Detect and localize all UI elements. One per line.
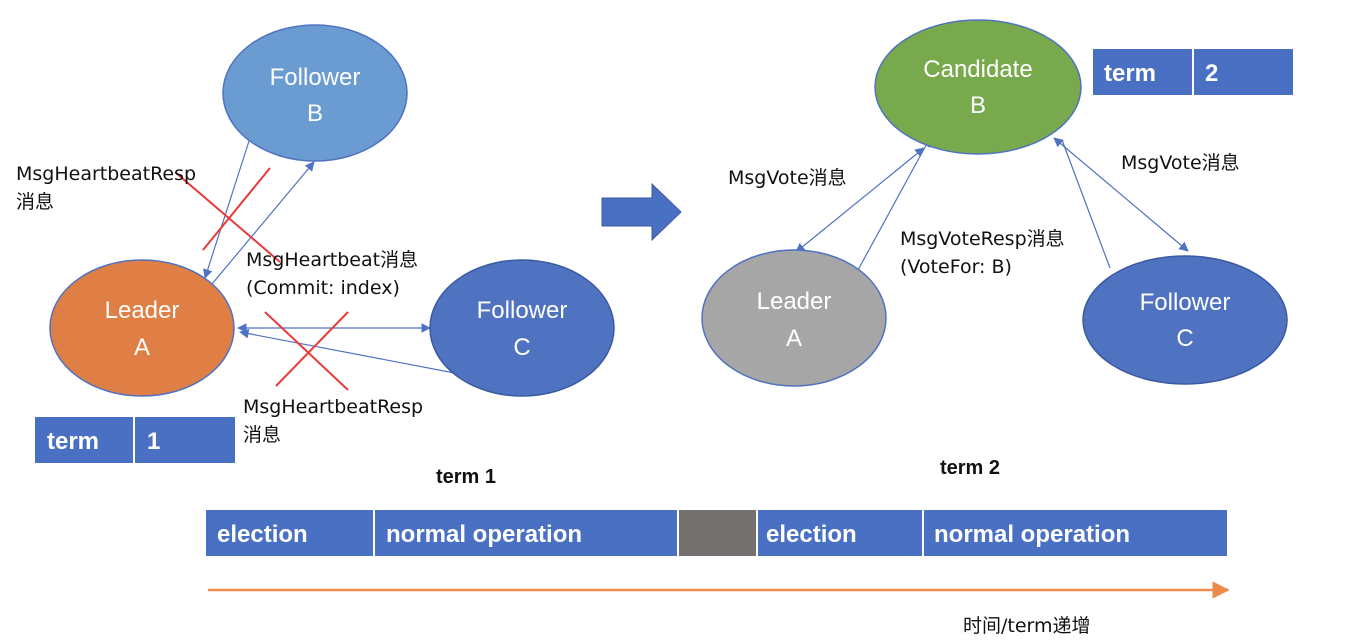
right-panel: Candidate B Leader A Follower C MsgVote消… — [701, 19, 1293, 479]
timeline-segment-normal-2: normal operation — [934, 521, 1130, 548]
edge-a-to-b — [211, 161, 315, 285]
term2-caption: term 2 — [940, 457, 1000, 479]
edge-b-to-a — [203, 137, 251, 279]
msgvote-left-label: MsgVote消息 — [728, 167, 847, 189]
term-box-right-value: 2 — [1205, 60, 1218, 87]
node-follower-b: Follower B — [222, 24, 408, 162]
timeline-gap-segment — [678, 510, 757, 556]
term-box-left-value: 1 — [147, 428, 160, 455]
heartbeat-resp-top-label-suffix: 消息 — [16, 191, 54, 213]
node-follower-c-role: Follower — [477, 297, 568, 324]
cross-mark-bottom — [264, 311, 349, 391]
term-box-right-label: term — [1104, 60, 1156, 87]
node-follower-b-role: Follower — [270, 64, 361, 91]
transition-arrow-icon — [601, 182, 682, 242]
heartbeat-label: MsgHeartbeat消息 — [246, 249, 418, 271]
node-leader-a-down-id: A — [786, 325, 802, 352]
left-panel: Follower B Leader A Follower C MsgHeartb… — [16, 24, 615, 488]
node-follower-c-right: Follower C — [1082, 255, 1288, 385]
node-leader-a: Leader A — [49, 259, 235, 397]
timeline-segment-election-2: election — [766, 521, 857, 548]
node-candidate-b-role: Candidate — [923, 56, 1032, 83]
term-box-left-label: term — [47, 428, 99, 455]
timeline-segment-normal-1: normal operation — [386, 521, 582, 548]
node-leader-a-down-role: Leader — [757, 288, 832, 315]
node-candidate-b-id: B — [970, 92, 986, 119]
term-box-right: term 2 — [1093, 49, 1293, 95]
vote-resp-votefor-label: (VoteFor: B) — [900, 256, 1012, 278]
heartbeat-resp-bottom-label-suffix: 消息 — [243, 424, 281, 446]
edge-c-to-a — [239, 328, 466, 376]
node-follower-b-id: B — [307, 100, 323, 127]
node-leader-a-role: Leader — [105, 297, 180, 324]
time-axis-label: 时间/term递增 — [963, 615, 1091, 637]
edge-candidate-to-leader — [795, 147, 925, 253]
edge-follower-to-candidate — [1061, 139, 1111, 269]
term1-caption: term 1 — [436, 466, 496, 488]
vote-resp-label: MsgVoteResp消息 — [900, 228, 1065, 250]
node-follower-c-right-role: Follower — [1140, 289, 1231, 316]
cross-mark-top — [174, 167, 281, 263]
node-follower-c: Follower C — [429, 259, 615, 397]
node-follower-c-right-id: C — [1176, 325, 1193, 352]
heartbeat-resp-top-label: MsgHeartbeatResp — [16, 163, 196, 185]
timeline-bar: election normal operation election norma… — [206, 510, 1227, 556]
node-follower-c-id: C — [513, 334, 530, 361]
node-leader-a-down: Leader A — [701, 249, 887, 387]
node-leader-a-id: A — [134, 334, 150, 361]
msgvote-right-label: MsgVote消息 — [1121, 152, 1240, 174]
heartbeat-commit-label: (Commit: index) — [246, 277, 400, 299]
edge-candidate-follower — [1053, 137, 1189, 252]
edge-leader-vote-resp — [857, 137, 931, 271]
node-candidate-b: Candidate B — [874, 19, 1082, 155]
timeline-segment-election-1: election — [217, 521, 308, 548]
term-box-left: term 1 — [35, 417, 235, 463]
heartbeat-resp-bottom-label: MsgHeartbeatResp — [243, 396, 423, 418]
